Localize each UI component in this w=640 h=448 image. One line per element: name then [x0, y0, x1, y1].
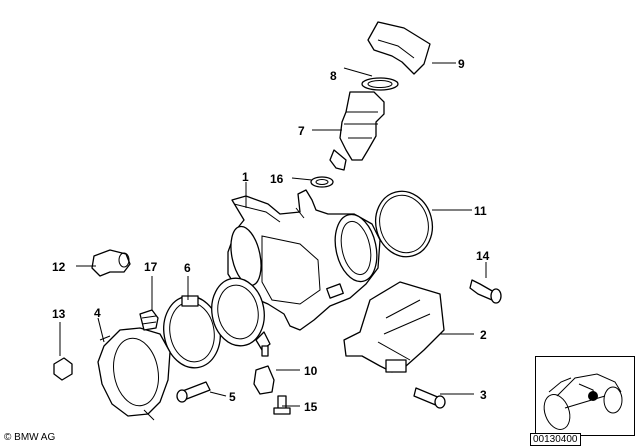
part-4-rubber-connector	[97, 327, 171, 421]
callout-1: 1	[242, 170, 249, 184]
callout-labels: 1 2 3 4 5 6 7 8 9 10 11 12 13 14 15 16 1…	[52, 57, 490, 414]
callout-12: 12	[52, 260, 66, 274]
callout-9: 9	[458, 57, 465, 71]
callout-15: 15	[304, 400, 318, 414]
part-7-sensor	[329, 91, 385, 171]
part-14-bolt	[469, 279, 502, 304]
part-12-elbow	[91, 249, 131, 277]
callout-17: 17	[144, 260, 158, 274]
part-17-fitting	[139, 309, 159, 331]
part-15-bolt	[273, 395, 291, 415]
callout-2: 2	[480, 328, 487, 342]
leader-lines	[59, 62, 487, 407]
callout-14: 14	[476, 249, 490, 263]
part-3-screw	[413, 387, 446, 409]
callout-11: 11	[474, 204, 487, 218]
callout-13: 13	[52, 307, 66, 321]
motorcycle-locator-thumbnail	[535, 356, 635, 436]
part-6-hose-clamp	[163, 295, 221, 369]
part-1-throttle-housing	[227, 189, 381, 331]
callout-8: 8	[330, 69, 337, 83]
callout-16: 16	[270, 172, 284, 186]
copyright-text: © BMW AG	[4, 432, 56, 443]
callout-5: 5	[229, 390, 236, 404]
part-2-control-unit	[343, 281, 445, 373]
part-5-screw	[176, 381, 211, 403]
callout-6: 6	[184, 261, 191, 275]
callout-3: 3	[480, 388, 487, 402]
part-8-seal-ring	[361, 77, 399, 91]
callout-4: 4	[94, 306, 101, 320]
location-marker-icon	[588, 391, 598, 401]
callout-10: 10	[304, 364, 318, 378]
part-13-nut	[53, 357, 73, 381]
part-10-cap	[253, 345, 275, 395]
callout-7: 7	[298, 124, 305, 138]
part-9-connector	[367, 21, 431, 75]
part-16-small-ring	[310, 176, 334, 188]
document-id: 00130400	[530, 433, 581, 446]
part-11-seal-ring	[374, 190, 434, 258]
